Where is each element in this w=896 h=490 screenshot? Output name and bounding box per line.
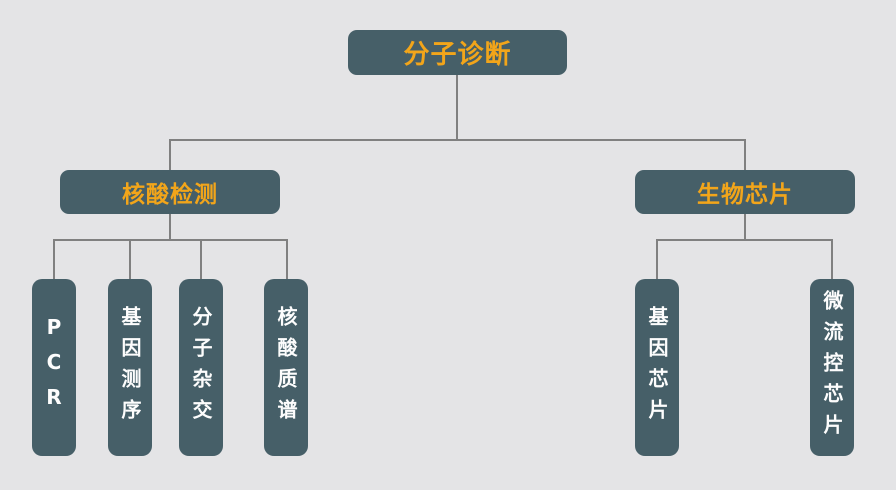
connector-rail-level1 — [169, 139, 746, 141]
node-label: 生物芯片 — [697, 182, 793, 208]
node-label: 核酸检测 — [122, 182, 218, 208]
node-label: 分子诊断 — [403, 40, 512, 70]
node-microfluidic-chip: 微流控芯片 — [810, 279, 854, 456]
connector-drop-seq — [129, 239, 131, 280]
node-molecular-hybridization: 分子杂交 — [179, 279, 223, 456]
node-pcr: PCR — [32, 279, 76, 456]
node-gene-chip: 基因芯片 — [635, 279, 679, 456]
connector-drop-right — [744, 139, 746, 172]
node-label: 基因芯片 — [645, 305, 669, 430]
connector-rail-right — [656, 239, 833, 241]
connector-drop-pcr — [53, 239, 55, 280]
connector-right-stub — [744, 212, 746, 241]
node-nucleic-acid-detection: 核酸检测 — [60, 170, 280, 214]
connector-drop-ms — [286, 239, 288, 280]
connector-rail-left — [53, 239, 288, 241]
node-label: 微流控芯片 — [820, 290, 844, 445]
connector-left-stub — [169, 212, 171, 241]
node-label: 核酸质谱 — [274, 305, 298, 430]
node-molecular-diagnosis: 分子诊断 — [348, 30, 567, 75]
node-label: 分子杂交 — [189, 305, 213, 430]
connector-root-stub — [456, 74, 458, 141]
node-label: PCR — [42, 315, 66, 420]
connector-drop-hyb — [200, 239, 202, 280]
node-nucleic-acid-mass-spec: 核酸质谱 — [264, 279, 308, 456]
node-gene-sequencing: 基因测序 — [108, 279, 152, 456]
node-label: 基因测序 — [118, 305, 142, 430]
connector-drop-gchip — [656, 239, 658, 280]
connector-drop-mchip — [831, 239, 833, 280]
connector-drop-left — [169, 139, 171, 172]
node-biochip: 生物芯片 — [635, 170, 855, 214]
